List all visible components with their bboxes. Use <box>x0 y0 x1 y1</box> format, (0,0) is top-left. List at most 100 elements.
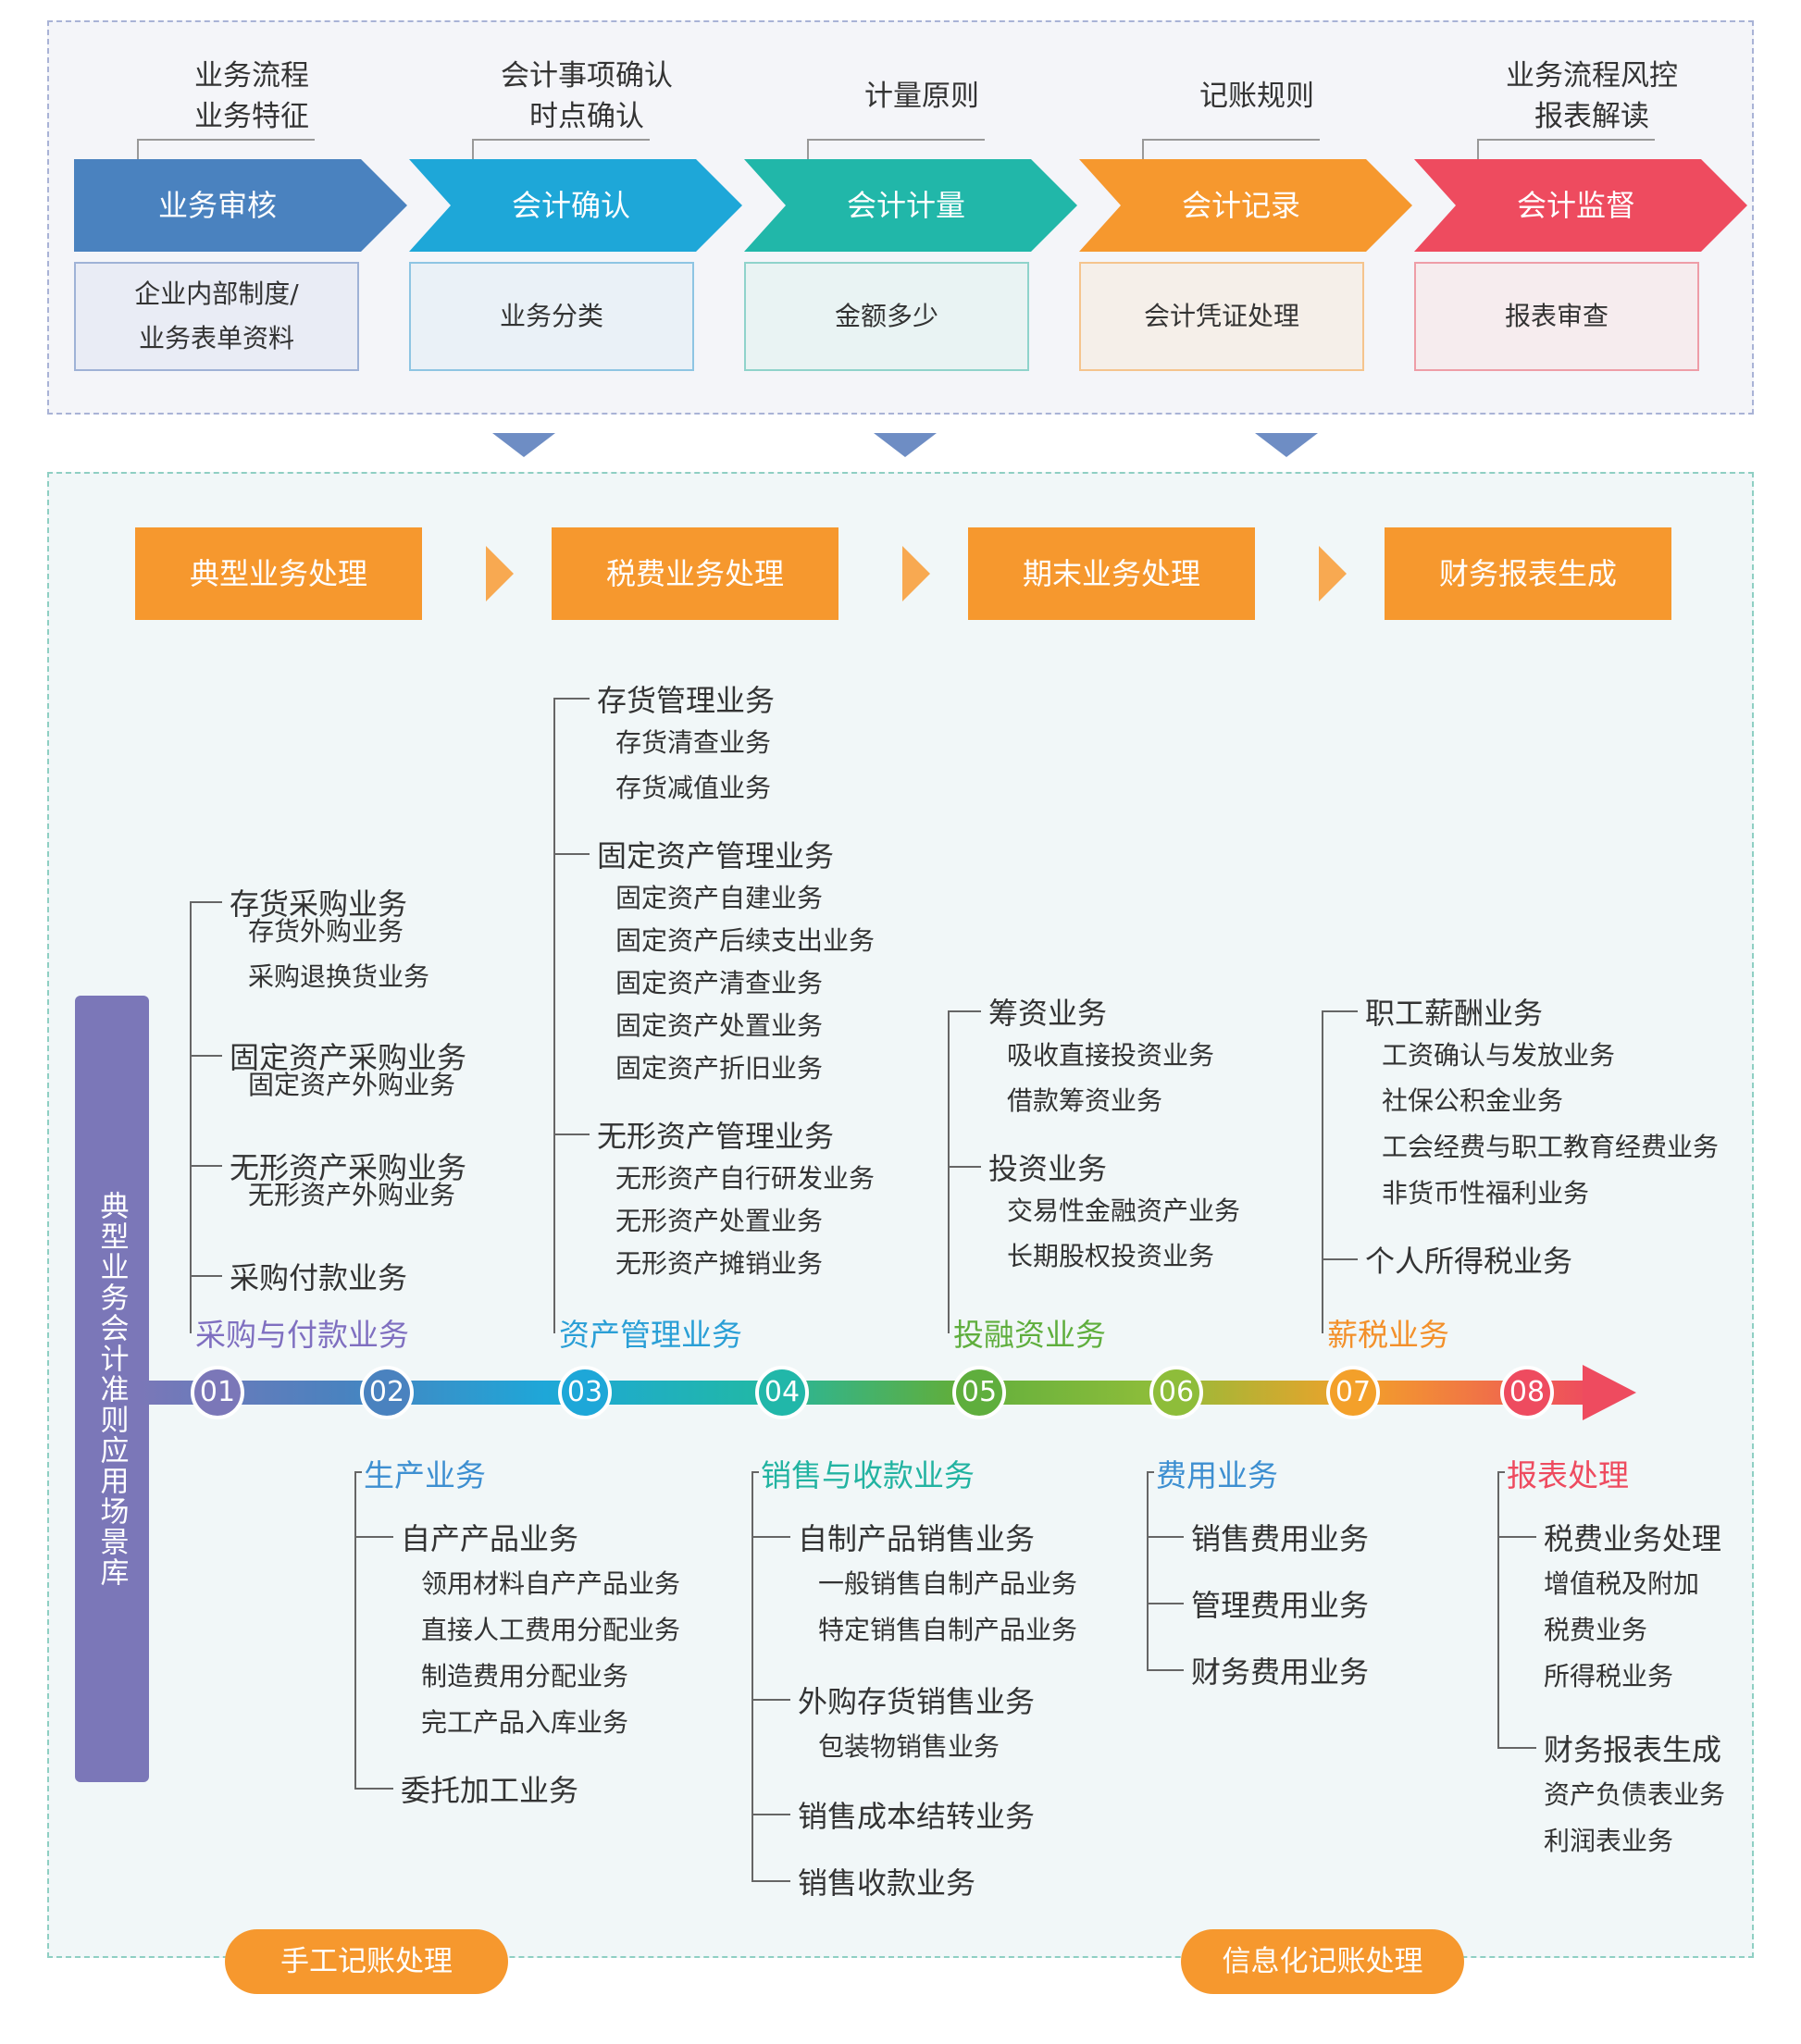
chevron-shape <box>1079 159 1412 252</box>
step-box-line: 金额多少 <box>834 301 938 331</box>
timeline-number-01: 01 <box>191 1366 244 1419</box>
step-label-4: 会计记录 <box>1181 188 1300 223</box>
step-box-5: 报表审查 <box>1414 262 1699 371</box>
tree-sub-item: 存货外购业务 <box>248 916 404 947</box>
tree-item: 投资业务 <box>988 1151 1108 1186</box>
tree-item: 外购存货销售业务 <box>798 1684 1036 1719</box>
flow-step-4: 财务报表生成 <box>1385 527 1671 620</box>
tree-item: 委托加工业务 <box>401 1773 579 1808</box>
tree-sub-item: 增值税及附加 <box>1544 1568 1700 1599</box>
tree-sub-item: 一般销售自制产品业务 <box>818 1568 1078 1599</box>
tree-sub-item: 非货币性福利业务 <box>1382 1178 1590 1208</box>
step-top-line: 报表解读 <box>1534 100 1649 133</box>
flow-step-1: 典型业务处理 <box>135 527 422 620</box>
down-arrow-icon <box>492 433 555 457</box>
tree-sub-item: 固定资产外购业务 <box>248 1070 456 1100</box>
step-top-text-5: 业务流程风控报表解读 <box>1485 56 1698 137</box>
tree-connector <box>190 1055 222 1057</box>
tree-item: 管理费用业务 <box>1191 1588 1370 1623</box>
tree-sub-item: 交易性金融资产业务 <box>1007 1195 1241 1226</box>
tree-connector <box>751 1471 759 1473</box>
chevron-shape <box>409 159 742 252</box>
step-box-line: 报表审查 <box>1504 301 1608 331</box>
step-box-line: 业务表单资料 <box>138 323 294 353</box>
tree-connector <box>190 901 192 1333</box>
category-title-c05: 投融资业务 <box>953 1317 1106 1353</box>
tree-item: 自制产品销售业务 <box>798 1521 1036 1556</box>
tree-item: 销售费用业务 <box>1191 1521 1370 1556</box>
tree-connector <box>1147 1471 1154 1473</box>
tree-sub-item: 无形资产外购业务 <box>248 1180 456 1210</box>
flow-arrow-icon <box>902 546 930 601</box>
tree-sub-item: 领用材料自产产品业务 <box>421 1568 681 1599</box>
category-title-c03: 资产管理业务 <box>559 1317 742 1353</box>
chevron-shape <box>744 159 1077 252</box>
tree-sub-item: 存货清查业务 <box>615 727 772 758</box>
tree-sub-item: 制造费用分配业务 <box>421 1661 629 1691</box>
step-top-text-3: 计量原则 <box>815 76 1028 117</box>
step-label-5: 会计监督 <box>1516 188 1635 223</box>
tree-sub-item: 工会经费与职工教育经费业务 <box>1382 1132 1720 1162</box>
tree-connector <box>354 1536 393 1538</box>
step-top-text-1: 业务流程业务特征 <box>145 56 358 137</box>
tree-item: 销售成本结转业务 <box>798 1799 1036 1834</box>
tree-item: 销售收款业务 <box>798 1865 976 1901</box>
step-chevron-5 <box>1414 159 1747 252</box>
side-title: 典型业务会计准则应用场景库 <box>94 1190 129 1588</box>
tree-item: 存货管理业务 <box>597 683 776 718</box>
category-title-c04: 销售与收款业务 <box>761 1457 975 1493</box>
tree-sub-item: 固定资产后续支出业务 <box>615 925 876 956</box>
step-box-3: 金额多少 <box>744 262 1029 371</box>
tree-connector <box>190 1275 222 1277</box>
step-bracket-line <box>137 139 315 159</box>
side-title-bar <box>75 996 149 1782</box>
step-box-line: 业务分类 <box>499 301 603 331</box>
timeline-number-03: 03 <box>558 1366 612 1419</box>
step-box-text: 金额多少 <box>835 294 938 339</box>
tree-connector <box>1497 1536 1536 1538</box>
tree-sub-item: 工资确认与发放业务 <box>1382 1040 1616 1071</box>
tree-connector <box>1147 1669 1184 1671</box>
down-arrow-icon <box>874 433 937 457</box>
tree-sub-item: 特定销售自制产品业务 <box>818 1615 1078 1645</box>
tree-connector <box>751 1699 790 1701</box>
tree-connector <box>354 1471 362 1473</box>
step-box-text: 报表审查 <box>1505 294 1608 339</box>
step-box-text: 业务分类 <box>500 294 603 339</box>
tree-connector <box>1497 1747 1536 1749</box>
axis-arrow-icon <box>1583 1365 1636 1420</box>
down-arrow-icon <box>1255 433 1318 457</box>
tree-sub-item: 包装物销售业务 <box>818 1731 1000 1762</box>
tree-sub-item: 完工产品入库业务 <box>421 1707 629 1738</box>
step-box-line: 会计凭证处理 <box>1143 301 1299 331</box>
tree-item: 个人所得税业务 <box>1365 1244 1573 1279</box>
step-label-2: 会计确认 <box>511 188 630 223</box>
tree-sub-item: 所得税业务 <box>1544 1661 1674 1691</box>
step-top-line: 业务流程风控 <box>1506 59 1678 93</box>
tree-sub-item: 无形资产自行研发业务 <box>615 1163 876 1194</box>
tree-sub-item: 资产负债表业务 <box>1544 1779 1726 1810</box>
tree-connector <box>751 1814 790 1815</box>
tree-connector <box>1147 1471 1149 1669</box>
timeline-number-07: 07 <box>1326 1366 1380 1419</box>
tree-item: 筹资业务 <box>988 996 1108 1031</box>
tree-sub-item: 税费业务 <box>1544 1615 1648 1645</box>
tree-item: 无形资产管理业务 <box>597 1119 835 1154</box>
tree-sub-item: 无形资产处置业务 <box>615 1206 824 1236</box>
step-label-1: 业务审核 <box>157 188 277 223</box>
step-chevron-1 <box>74 159 407 252</box>
tree-connector <box>553 1133 590 1135</box>
step-top-line: 计量原则 <box>864 80 979 113</box>
step-bracket-line <box>1477 139 1655 159</box>
category-title-c01: 采购与付款业务 <box>195 1317 409 1353</box>
tree-item: 税费业务处理 <box>1544 1521 1722 1556</box>
tree-connector <box>751 1536 790 1538</box>
flow-arrow-icon <box>486 546 514 601</box>
tree-item: 财务报表生成 <box>1544 1732 1722 1767</box>
scenario-panel <box>47 472 1754 1958</box>
step-top-line: 业务流程 <box>194 59 309 93</box>
tree-sub-item: 社保公积金业务 <box>1382 1085 1564 1116</box>
tree-sub-item: 借款筹资业务 <box>1007 1085 1163 1116</box>
step-top-line: 时点确认 <box>529 100 644 133</box>
tree-item: 自产产品业务 <box>401 1521 579 1556</box>
